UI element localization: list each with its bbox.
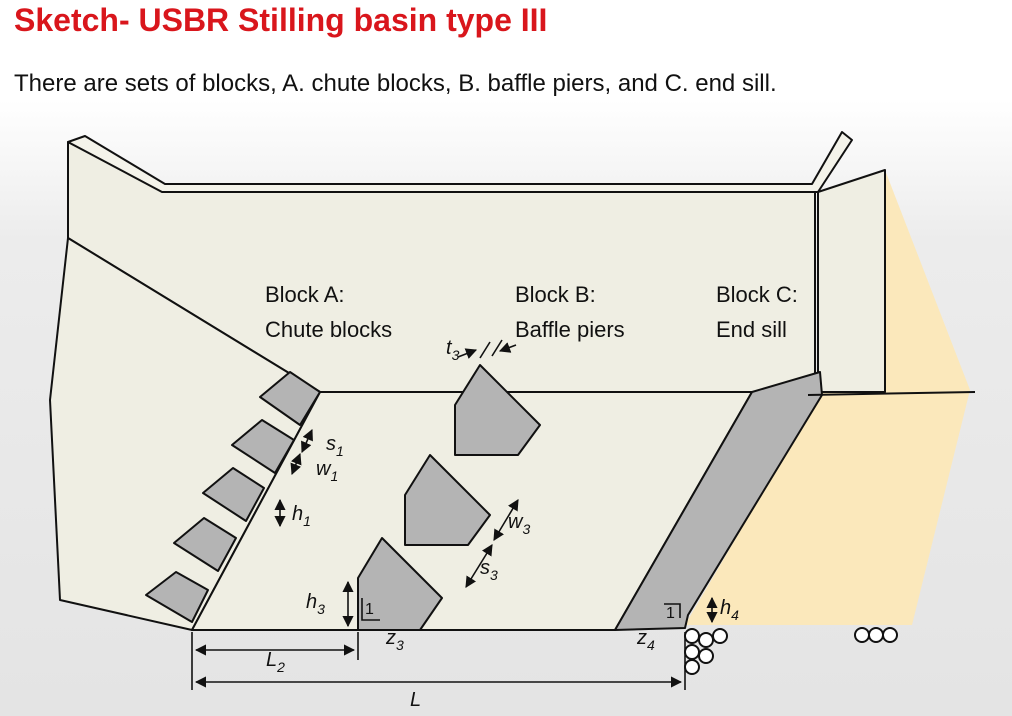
dim-h4: h4 (720, 597, 739, 623)
dim-z3: z3 (385, 627, 404, 653)
block-c-name: End sill (716, 317, 787, 342)
slide-title: Sketch- USBR Stilling basin type III (14, 2, 548, 38)
chute-blocks (145, 371, 321, 623)
dim-t3: t3 (446, 337, 460, 363)
dim-h1: h1 (292, 503, 311, 529)
dim-l2: L2 (266, 649, 285, 675)
baffle-pier (454, 364, 541, 456)
dim-s3: s3 (480, 557, 498, 583)
chute-face (49, 237, 321, 631)
slope-label-sill: 1 (666, 605, 675, 622)
dim-s1: s1 (326, 433, 344, 459)
dim-h3: h3 (306, 591, 325, 617)
chute-block (259, 371, 321, 426)
side-wall-right (817, 169, 886, 393)
block-a-name: Chute blocks (265, 317, 392, 342)
chute-block (202, 467, 265, 522)
riprap (684, 627, 898, 675)
block-c-title: Block C: (716, 282, 798, 307)
slope-label-baffle: 1 (365, 601, 374, 618)
dimension-lines (191, 339, 718, 690)
baffle-piers (357, 364, 541, 631)
dim-l: L (410, 689, 421, 711)
block-a-title: Block A: (265, 282, 344, 307)
baffle-pier (404, 454, 491, 546)
baffle-pier (357, 537, 443, 631)
back-wall-top (67, 131, 853, 193)
end-sill-block (614, 371, 823, 631)
chute-block (145, 571, 209, 623)
dim-w3: w3 (508, 511, 530, 537)
soil-backfill-lower (685, 390, 970, 625)
block-b-title: Block B: (515, 282, 596, 307)
slide-subtitle: There are sets of blocks, A. chute block… (14, 70, 777, 97)
block-b-name: Baffle piers (515, 317, 625, 342)
dim-w1: w1 (316, 458, 338, 484)
chute-block (231, 419, 295, 474)
chute-block (173, 517, 237, 572)
dim-z4: z4 (636, 627, 655, 653)
